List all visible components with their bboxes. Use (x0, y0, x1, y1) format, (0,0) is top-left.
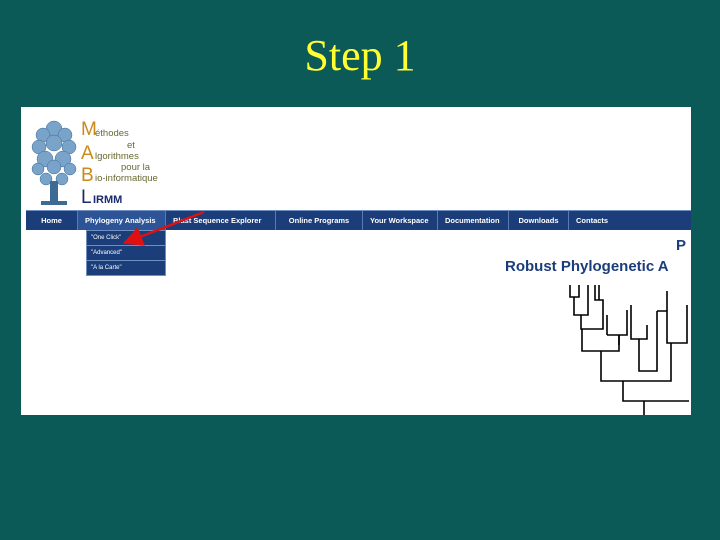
menu-item-advanced[interactable]: "Advanced" (87, 246, 165, 261)
tree-logo-icon (31, 120, 77, 205)
logo-letter-l: L (81, 187, 92, 208)
mab-logo: M éthodes et A lgorithmes pour la B io-i… (29, 115, 179, 210)
main-navbar: Home Phylogeny Analysis Blast Sequence E… (26, 210, 691, 230)
nav-your-workspace[interactable]: Your Workspace (363, 211, 438, 230)
nav-online-programs[interactable]: Online Programs (276, 211, 363, 230)
logo-letter-b: B (81, 165, 94, 186)
page-heading-line1: P (676, 237, 687, 254)
logo-word-pour: pour la (121, 162, 151, 173)
nav-contacts[interactable]: Contacts (576, 216, 609, 225)
page-heading-line2: Robust Phylogenetic A (505, 258, 669, 275)
nav-home[interactable]: Home (26, 211, 78, 230)
logo-word-m: éthodes (95, 128, 129, 139)
nav-phylogeny-analysis[interactable]: Phylogeny Analysis (78, 211, 166, 230)
phylogeny-dropdown-menu: "One Click" "Advanced" "A la Carte" (86, 230, 166, 276)
nav-documentation[interactable]: Documentation (438, 211, 509, 230)
menu-item-a-la-carte[interactable]: "A la Carte" (91, 265, 122, 271)
logo-letter-a: A (81, 143, 94, 164)
nav-blast-sequence-explorer[interactable]: Blast Sequence Explorer (166, 211, 276, 230)
website-screenshot: M éthodes et A lgorithmes pour la B io-i… (21, 107, 691, 415)
logo-letter-m: M (81, 119, 97, 140)
menu-item-one-click[interactable]: "One Click" (87, 231, 165, 246)
logo-word-et: et (127, 140, 135, 151)
logo-word-lirmm: IRMM (93, 194, 123, 206)
phylogenetic-tree-icon (569, 285, 689, 415)
logo-word-a: lgorithmes (95, 151, 139, 162)
nav-downloads[interactable]: Downloads (509, 211, 569, 230)
slide-title: Step 1 (304, 31, 416, 80)
logo-word-b: io-informatique (95, 173, 158, 184)
